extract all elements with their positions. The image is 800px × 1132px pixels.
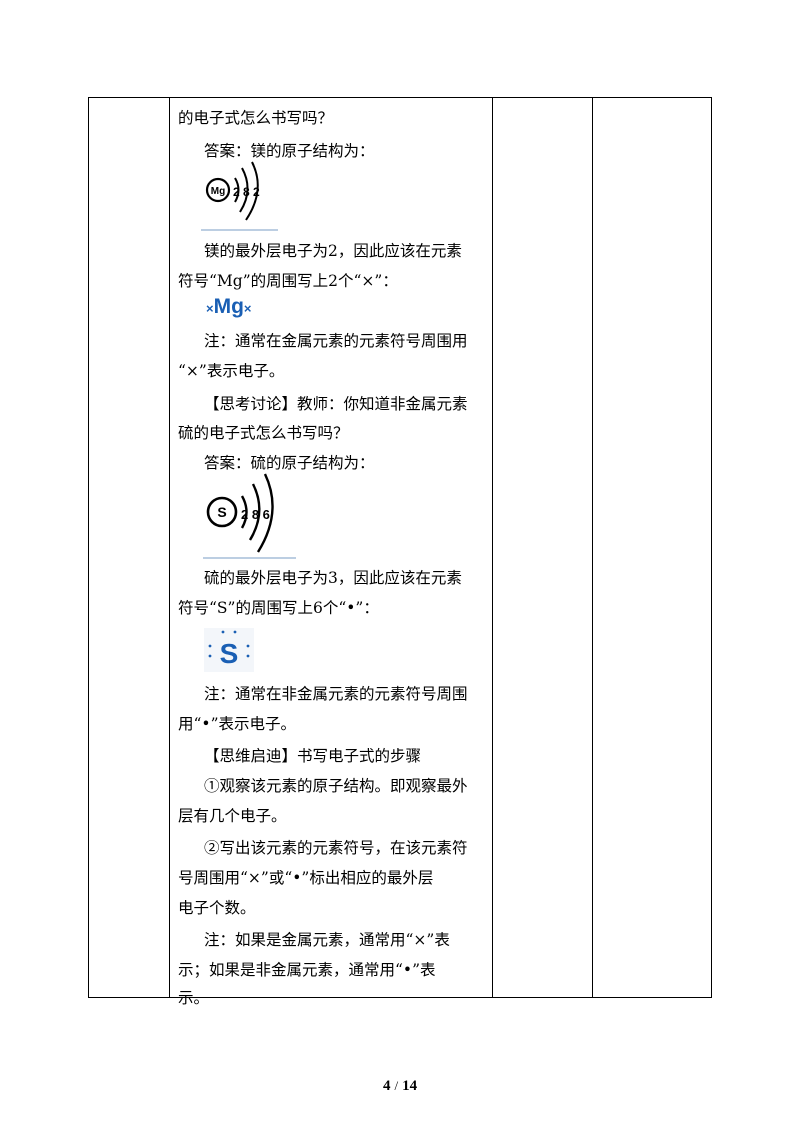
text-line: 电子个数。 <box>178 899 256 917</box>
total-pages: 14 <box>402 1078 418 1094</box>
s-shell-numbers: 2 8 6 <box>241 507 270 522</box>
text-line: ②写出该元素的元素符号，在该元素符 <box>204 839 468 857</box>
text-line: 示；如果是非金属元素，通常用“•”表 <box>178 961 436 979</box>
lesson-table <box>88 97 712 998</box>
text-line: 答案：硫的原子结构为： <box>204 454 375 472</box>
s-formula-symbol: S <box>220 638 239 669</box>
s-atom-structure-diagram: S 2 8 6 <box>203 473 296 559</box>
page-separator: / <box>394 1078 399 1093</box>
mg-formula-symbol: Mg <box>213 295 244 318</box>
text-line: ①观察该元素的原子结构。即观察最外 <box>204 777 468 795</box>
text-line: “×”表示电子。 <box>178 362 285 380</box>
s-symbol: S <box>217 504 226 520</box>
mg-symbol: Mg <box>211 186 225 197</box>
text-line: 号周围用“×”或“•”标出相应的最外层 <box>178 869 434 887</box>
text-line: 答案：镁的原子结构为： <box>204 142 375 160</box>
text-line: 【思维启迪】书写电子式的步骤 <box>204 747 422 765</box>
column-divider-1 <box>169 98 170 997</box>
text-line: 示。 <box>178 989 210 1007</box>
column-divider-3 <box>592 98 593 997</box>
text-line: 的电子式怎么书写吗？ <box>178 109 334 127</box>
mg-electron-formula: ×Mg× <box>206 295 252 319</box>
page-number: 4/14 <box>0 1078 800 1095</box>
current-page: 4 <box>382 1078 391 1094</box>
text-line: 硫的电子式怎么书写吗？ <box>178 424 349 442</box>
text-line: 层有几个电子。 <box>178 807 287 825</box>
mg-atom-structure-diagram: Mg 2 8 2 <box>201 161 278 231</box>
text-line: 用“•”表示电子。 <box>178 715 296 733</box>
electron-cross-left: × <box>206 301 214 316</box>
column-divider-2 <box>492 98 493 997</box>
text-line: 镁的最外层电子为2，因此应该在元素 <box>204 242 462 260</box>
electron-dots <box>208 630 250 658</box>
text-line: 注：通常在金属元素的元素符号周围用 <box>204 332 468 350</box>
electron-cross-right: × <box>243 301 252 316</box>
text-line: 符号“Mg”的周围写上2个“×”： <box>178 272 398 290</box>
text-line: 注：通常在非金属元素的元素符号周围 <box>204 685 468 703</box>
text-line: 注：如果是金属元素，通常用“×”表 <box>204 931 450 949</box>
s-electron-formula: S <box>204 628 254 672</box>
text-line: 硫的最外层电子为3，因此应该在元素 <box>204 569 462 587</box>
text-line: 【思考讨论】教师：你知道非金属元素 <box>204 395 468 413</box>
text-line: 符号“S”的周围写上6个“•”： <box>178 599 379 617</box>
